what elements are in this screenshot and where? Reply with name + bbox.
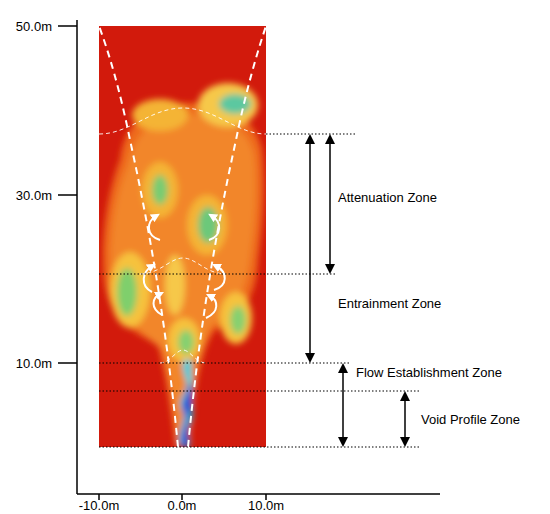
axis-tick-label: 30.0m (16, 188, 52, 203)
velocity-profiles (99, 108, 266, 363)
axis-tick-label: 10.0m (16, 356, 52, 371)
zone-label: Void Profile Zone (421, 412, 520, 427)
axis-tick-label: 0.0m (168, 498, 197, 513)
zone-label: Flow Establishment Zone (356, 365, 502, 380)
ambient-field (99, 26, 266, 447)
contour-field (99, 26, 266, 447)
axis-tick-label: -10.0m (79, 498, 119, 513)
zone-boundaries (99, 134, 420, 447)
plume-envelope (99, 26, 266, 447)
axis-tick-label: 10.0m (248, 498, 284, 513)
axis-tick-label: 50.0m (16, 19, 52, 34)
zone-label: Attenuation Zone (338, 190, 437, 205)
plume-contours (103, 83, 264, 447)
zone-arrows (310, 139, 405, 442)
entrainment-arrows (144, 216, 225, 318)
zone-label: Entrainment Zone (338, 296, 441, 311)
axes (58, 20, 440, 500)
